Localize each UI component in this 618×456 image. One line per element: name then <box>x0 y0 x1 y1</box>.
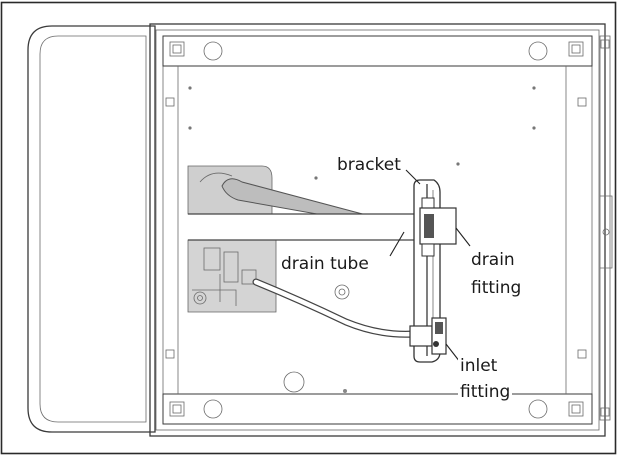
floor-fittings <box>283 284 350 393</box>
drain-fitting-label-line1: drain <box>469 250 517 270</box>
leader-drain-tube <box>389 231 405 257</box>
inlet-fitting-label-line2: fitting <box>458 382 513 402</box>
inlet-fitting <box>409 317 447 355</box>
inlet-fitting-label-line1: inlet <box>458 356 500 376</box>
pump-assembly <box>187 165 372 313</box>
top-rail <box>162 35 593 67</box>
front-panel <box>27 25 156 433</box>
drain-tube-label: drain tube <box>279 254 371 274</box>
bracket-label: bracket <box>335 155 403 175</box>
drain-tube <box>188 213 429 241</box>
drain-fitting <box>419 197 457 257</box>
leader-drain-fitting <box>455 227 471 247</box>
inlet-hose <box>252 278 418 338</box>
mounting-holes <box>165 66 587 394</box>
leader-lines <box>389 169 471 363</box>
leader-bracket <box>405 169 421 185</box>
drain-fitting-label-line2: fitting <box>469 278 524 298</box>
leader-inlet-fitting <box>445 343 461 363</box>
bottom-rail <box>162 393 593 425</box>
